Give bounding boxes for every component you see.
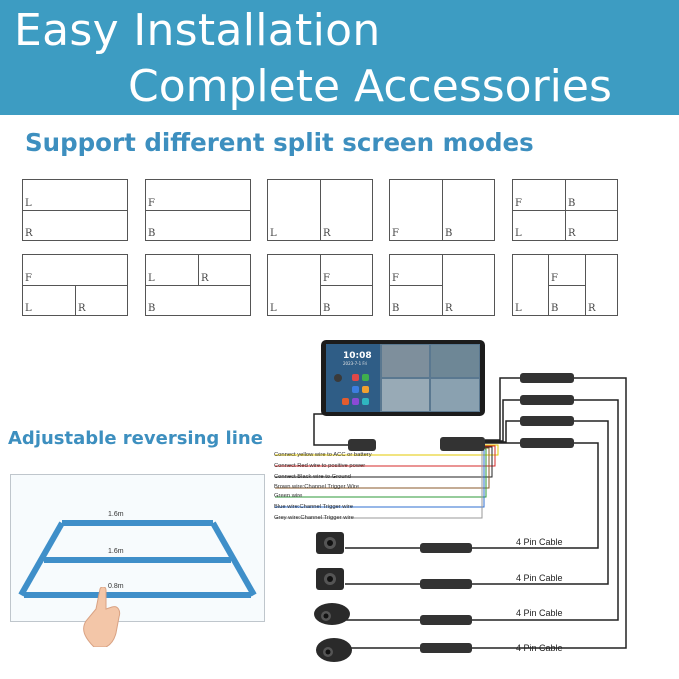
region-label: F [551, 273, 558, 284]
cable-label: 4 Pin Cable [516, 608, 563, 618]
split-mode-diagram: F B L R [512, 179, 618, 241]
camera-icon [316, 638, 352, 662]
region-label: L [270, 228, 277, 239]
monitor-date: 2023-7-1 Fri [343, 361, 368, 366]
wire-label: Brown wire:Channel Trigger Wire [274, 484, 360, 490]
region-label: B [148, 303, 156, 314]
region-label: F [392, 273, 399, 284]
region-label: L [25, 198, 32, 209]
distance-label: 0.8m [108, 583, 124, 590]
region-label: B [445, 228, 453, 239]
wire-label: Connect Red wire to positive power [274, 463, 366, 469]
camera-icon [314, 603, 350, 625]
banner-title-line1: Easy Installation [14, 5, 381, 56]
banner-title-line2: Complete Accessories [128, 61, 612, 112]
region-label: R [78, 303, 86, 314]
region-label: F [25, 273, 32, 284]
split-mode-diagram: L F B [267, 254, 373, 316]
split-mode-diagram: F B R [389, 254, 495, 316]
wire-label: Connect yellow wire to ACC or battery [274, 452, 372, 458]
region-label: L [270, 303, 277, 314]
region-label: R [568, 228, 576, 239]
region-label: F [515, 198, 522, 209]
distance-label: 1.6m [108, 511, 124, 518]
region-label: L [25, 303, 32, 314]
split-mode-diagram: L F B R [512, 254, 618, 316]
split-mode-diagram: L R B [145, 254, 251, 316]
camera-icon [316, 568, 344, 590]
monitor-clock: 10:08 [343, 351, 372, 361]
region-label: B [392, 303, 400, 314]
cable-label: 4 Pin Cable [516, 573, 563, 583]
camera-icon [316, 532, 344, 554]
wire-label: Grey wire:Channel Trigger wire [274, 515, 354, 521]
split-mode-diagram: L R [267, 179, 373, 241]
region-label: F [323, 273, 330, 284]
monitor-screen: 10:08 2023-7-1 Fri [326, 344, 480, 412]
split-mode-diagram: F B [389, 179, 495, 241]
reversing-line-panel: 1.6m 1.6m 0.8m [10, 474, 265, 647]
wire-label: Blue wire:Channel Trigger wire [274, 504, 353, 510]
cable-label: 4 Pin Cable [516, 537, 563, 547]
distance-label: 1.6m [108, 548, 124, 555]
pointing-hand-icon [83, 587, 121, 647]
split-mode-diagram: F B [145, 179, 251, 241]
region-label: R [25, 228, 33, 239]
region-label: F [392, 228, 399, 239]
reversing-guide-lines [18, 520, 257, 598]
region-label: B [148, 228, 156, 239]
region-label: R [201, 273, 209, 284]
region-label: R [323, 228, 331, 239]
cable-label: 4 Pin Cable [516, 643, 563, 653]
split-mode-diagram: F L R [22, 254, 128, 316]
region-label: R [588, 303, 596, 314]
split-mode-diagram: L R [22, 179, 128, 241]
region-label: B [323, 303, 331, 314]
header-banner: Easy Installation Complete Accessories [0, 0, 679, 115]
split-screen-heading: Support different split screen modes [25, 128, 534, 157]
region-label: L [515, 228, 522, 239]
region-label: F [148, 198, 155, 209]
region-label: R [445, 303, 453, 314]
region-label: L [515, 303, 522, 314]
wire-label: Green wire [274, 493, 303, 499]
monitor-device: 10:08 2023-7-1 Fri [321, 340, 485, 416]
region-label: B [568, 198, 576, 209]
region-label: B [551, 303, 559, 314]
reversing-line-heading: Adjustable reversing line [8, 428, 263, 449]
region-label: L [148, 273, 155, 284]
wire-label: Connect Black wire to Ground [274, 474, 352, 480]
